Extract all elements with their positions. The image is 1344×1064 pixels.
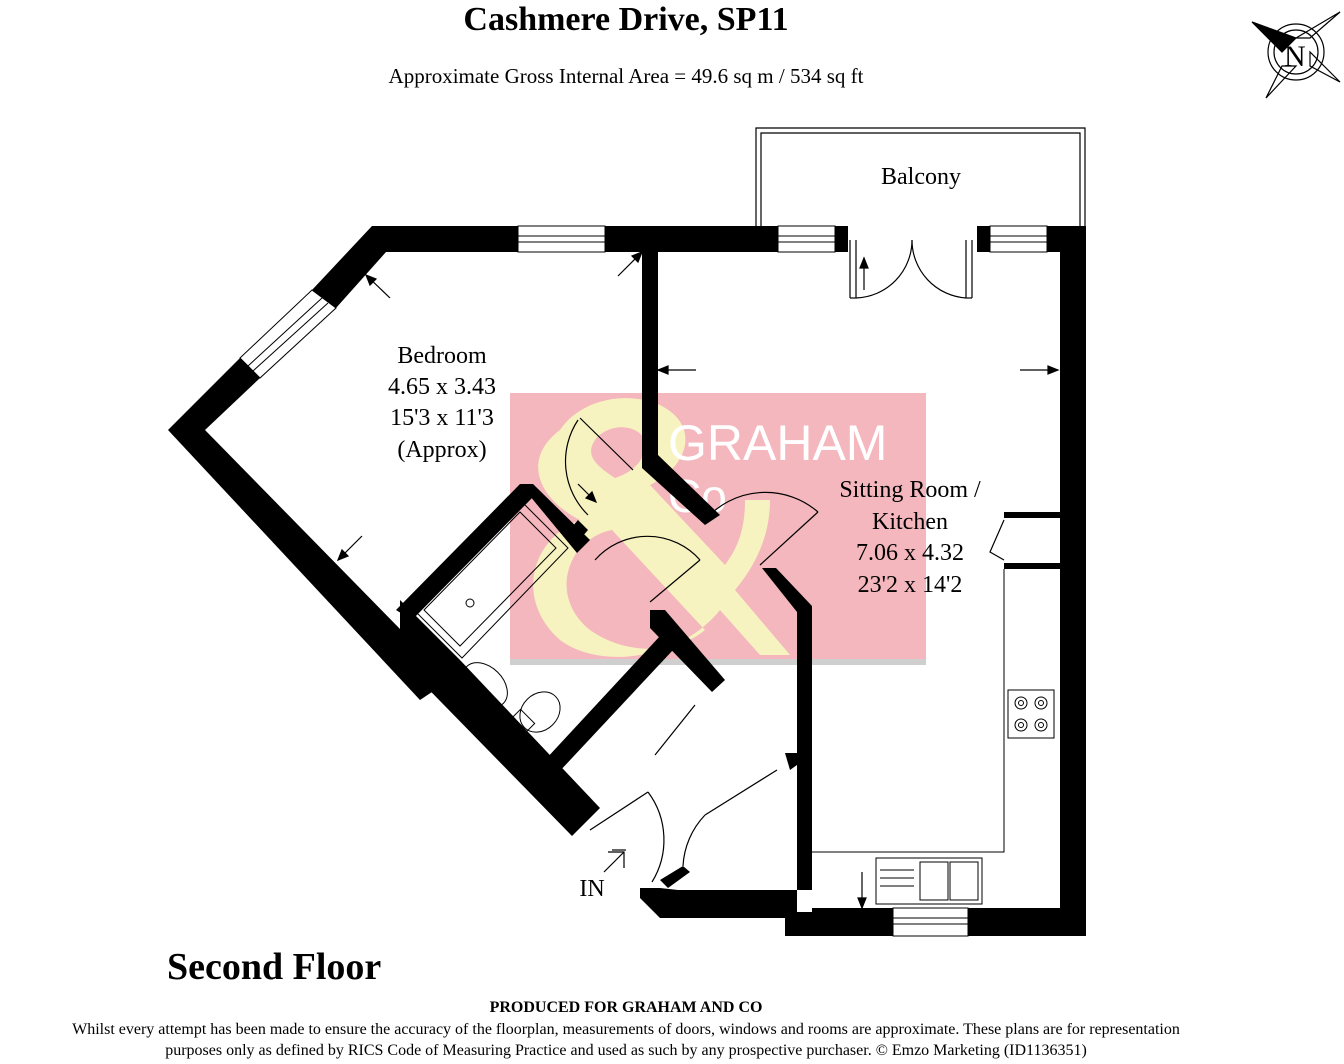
disclaimer-line-1: Whilst every attempt has been made to en… xyxy=(72,1021,1180,1038)
produced-for-line: PRODUCED FOR GRAHAM AND CO xyxy=(489,999,763,1016)
bathtub xyxy=(413,499,569,659)
plan-title: Cashmere Drive, SP11 xyxy=(463,1,789,38)
sitting-room-name-1: Sitting Room / xyxy=(839,477,981,503)
toilet xyxy=(519,691,561,733)
north-compass-icon xyxy=(1251,11,1341,99)
bedroom-name: Bedroom xyxy=(397,343,487,369)
entrance-label: IN xyxy=(579,876,604,902)
bathroom-fixtures xyxy=(413,499,569,746)
room-labels: Balcony Bedroom 4.65 x 3.43 15'3 x 11'3 … xyxy=(388,164,981,902)
bedroom-nw-window xyxy=(239,289,337,379)
sink-icon xyxy=(875,857,983,905)
bathroom-lower-wall xyxy=(650,610,725,692)
storage-wall xyxy=(545,636,673,773)
sitting-room-name-2: Kitchen xyxy=(872,509,948,535)
kitchen-fixtures xyxy=(812,569,1055,905)
washbasin xyxy=(462,662,508,708)
dimension-arrows xyxy=(336,250,1060,910)
bedroom-nw-wall-upper xyxy=(312,226,386,308)
bedroom-approx: (Approx) xyxy=(397,437,486,463)
bedroom-metric: 4.65 x 3.43 xyxy=(388,374,496,400)
kitchen-bottom-window xyxy=(892,907,969,937)
bottom-wall xyxy=(640,888,893,936)
bedroom-top-wall-right xyxy=(605,226,778,252)
balcony-window-right xyxy=(989,225,1048,253)
doors xyxy=(564,239,1005,883)
bedroom-nw-wall-lower xyxy=(168,358,260,430)
windows xyxy=(239,225,1048,937)
hallway-wall xyxy=(762,568,812,890)
partition-wall-vertical xyxy=(642,252,658,455)
watermark-shadow xyxy=(510,659,926,665)
sitting-room-imperial: 23'2 x 14'2 xyxy=(858,572,963,598)
hob-icon xyxy=(1007,689,1055,739)
top-right-wall xyxy=(1047,226,1086,936)
bedroom-top-window xyxy=(517,225,606,253)
kitchen-worktop xyxy=(812,569,1005,853)
area-subtitle: Approximate Gross Internal Area = 49.6 s… xyxy=(388,64,864,88)
sitting-room-metric: 7.06 x 4.32 xyxy=(856,540,964,566)
bedroom-sw-wall xyxy=(168,430,450,700)
ampersand-logo-icon xyxy=(533,398,790,657)
bathroom-outer-wall xyxy=(400,600,600,836)
balcony-window-left xyxy=(777,225,836,253)
floor-label: Second Floor xyxy=(167,946,382,988)
disclaimer: Whilst every attempt has been made to en… xyxy=(0,1019,1252,1061)
watermark-graham: GRAHAM xyxy=(668,415,887,471)
entrance-arrow-icon xyxy=(603,849,626,873)
compass-north-label: N xyxy=(1284,40,1306,73)
disclaimer-line-2: purposes only as defined by RICS Code of… xyxy=(165,1042,1087,1059)
bedroom-imperial: 15'3 x 11'3 xyxy=(390,405,494,431)
walls xyxy=(168,226,1086,936)
balcony-label: Balcony xyxy=(881,164,961,190)
balcony-outline xyxy=(755,127,1086,226)
bedroom-top-wall xyxy=(372,226,518,252)
